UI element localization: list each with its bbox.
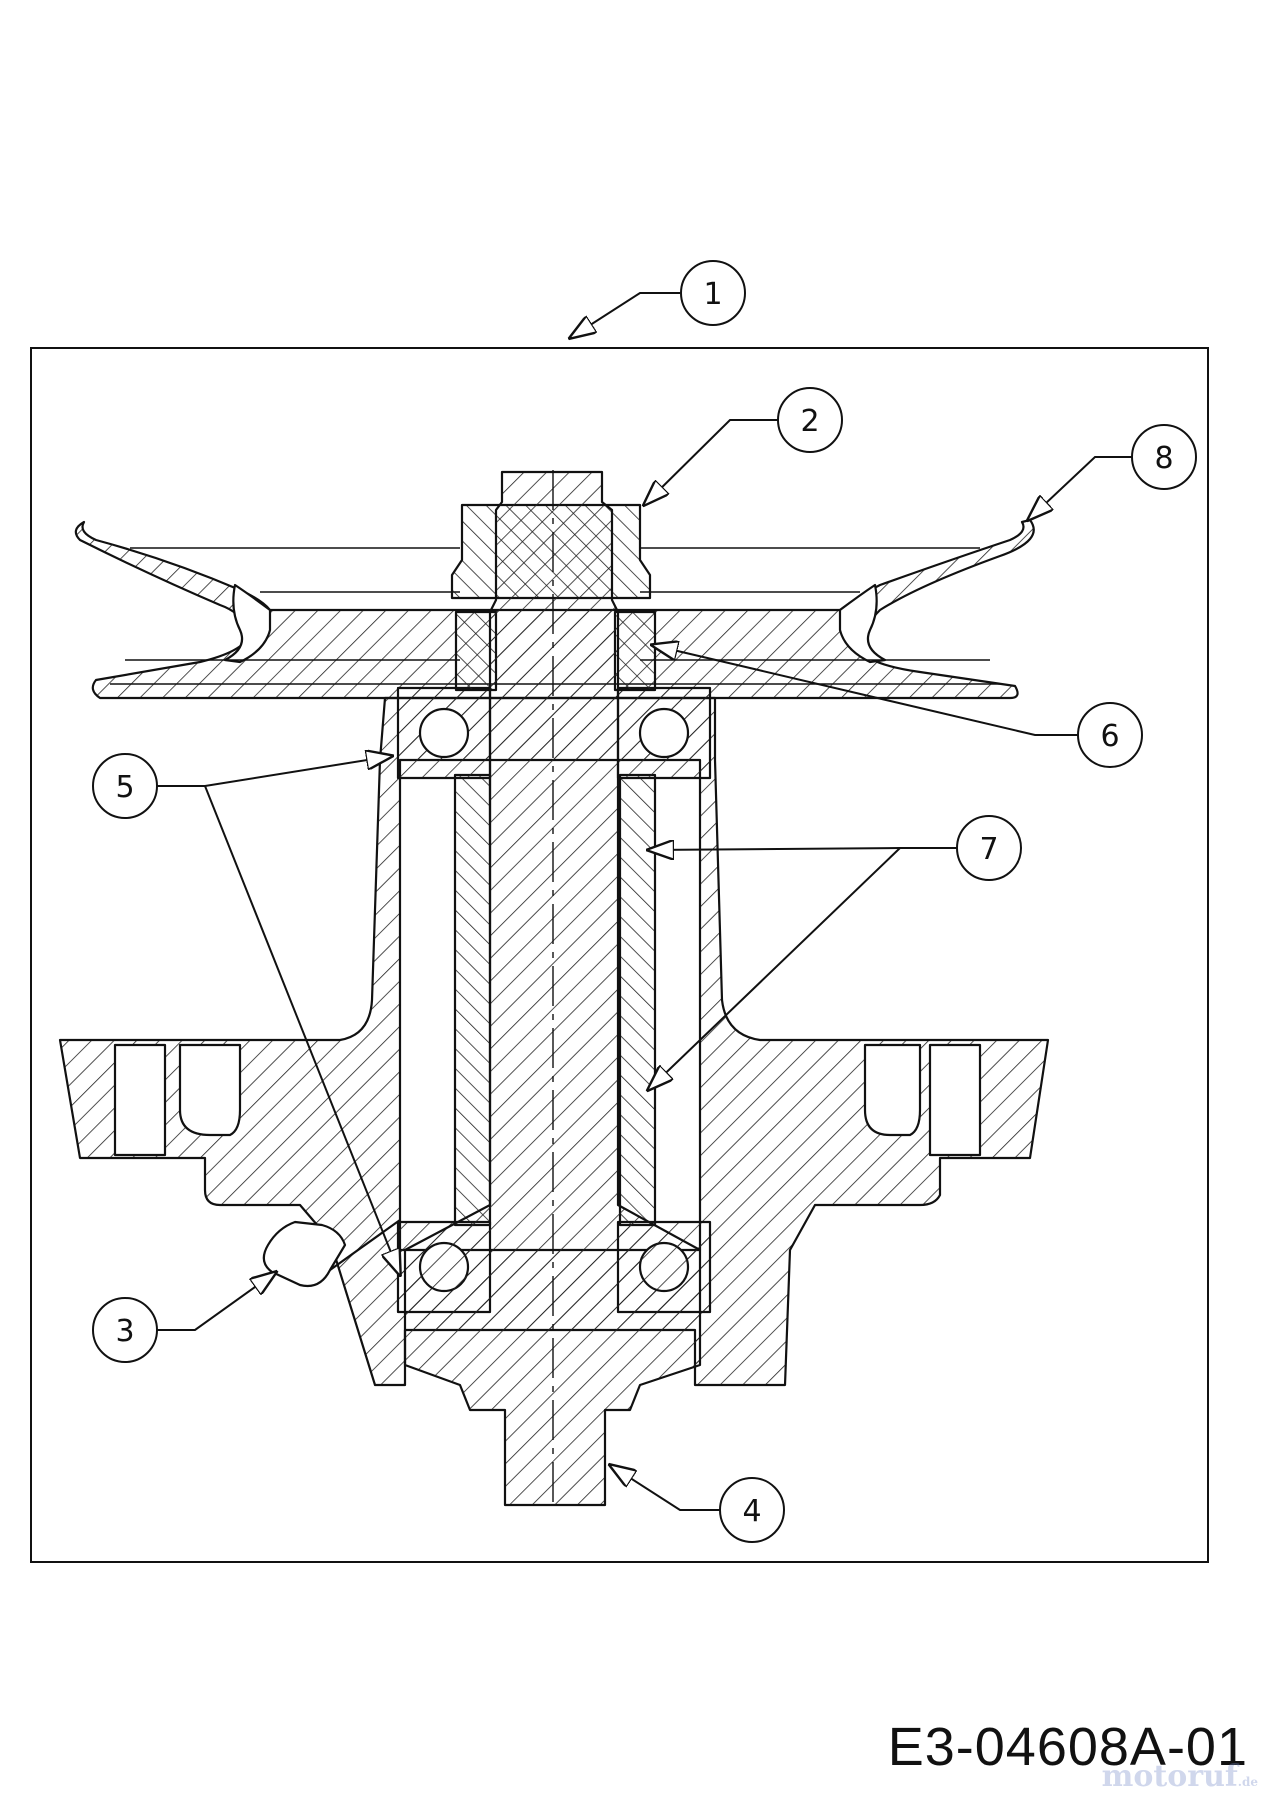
flange-slot-left (178, 1043, 242, 1137)
flange-slot-right (863, 1043, 922, 1137)
callout-6: 6 (1077, 702, 1143, 768)
pulley-groove (223, 583, 887, 664)
svg-text:4: 4 (742, 1494, 761, 1529)
flange-hole-left (113, 1043, 167, 1157)
spacer-right (618, 773, 657, 1227)
svg-text:1: 1 (703, 277, 722, 312)
callout-5: 5 (92, 753, 158, 819)
watermark-name: motoruf (1101, 1759, 1238, 1794)
svg-text:7: 7 (979, 832, 998, 867)
flange-hole-right (928, 1043, 982, 1157)
svg-text:8: 8 (1154, 441, 1173, 476)
callout-8: 8 (1131, 424, 1197, 490)
callout-4: 4 (719, 1477, 785, 1543)
bearing-top (396, 686, 712, 780)
watermark-logo: motoruf.de (1102, 1759, 1258, 1794)
svg-text:5: 5 (115, 770, 134, 805)
spacer-left (453, 773, 492, 1227)
grease-fitting (262, 1219, 401, 1288)
svg-text:3: 3 (115, 1314, 134, 1349)
assembly-frame (30, 347, 1209, 1563)
bushing-right (613, 610, 657, 692)
watermark-tld: .de (1237, 1775, 1258, 1789)
callout-2: 2 (777, 387, 843, 453)
callout-3: 3 (92, 1297, 158, 1363)
drawing-code: E3-04608A-01 (887, 1717, 1248, 1777)
svg-text:6: 6 (1100, 719, 1119, 754)
svg-text:2: 2 (800, 404, 819, 439)
leader-lines (157, 292, 1132, 1511)
callout-1: 1 (680, 260, 746, 326)
callout-7: 7 (956, 815, 1022, 881)
